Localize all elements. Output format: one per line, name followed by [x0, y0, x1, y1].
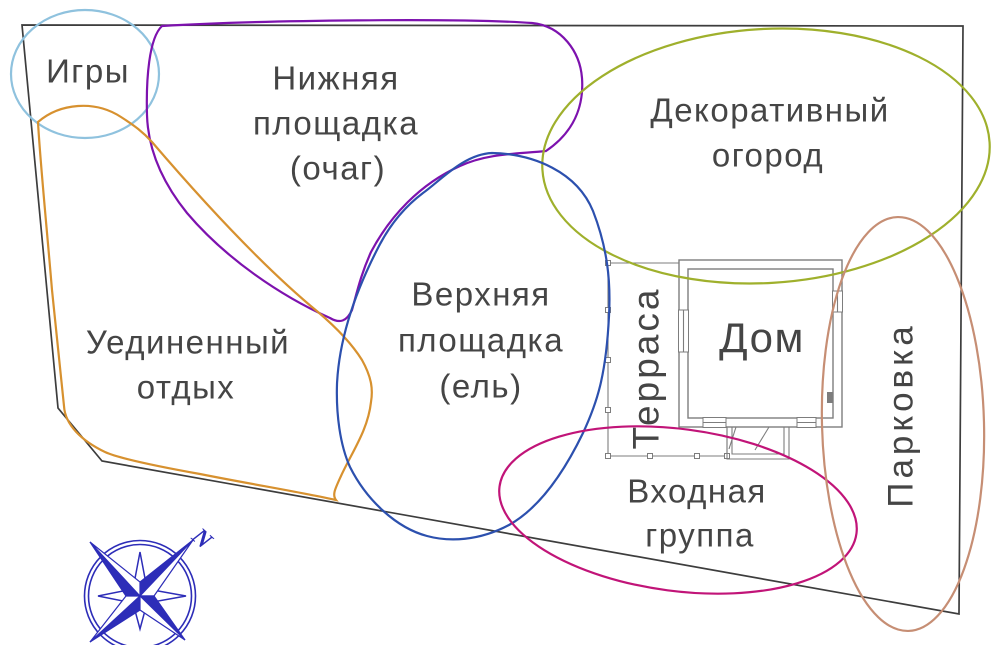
zone-outline-upper-area	[335, 151, 611, 541]
compass-main-points	[89, 539, 194, 643]
compass-rose: N	[83, 523, 218, 645]
terrace-post	[647, 453, 653, 459]
compass-outer-circle	[83, 539, 197, 645]
terrace-post	[605, 407, 611, 413]
zone-label-upper-3: (ель)	[439, 367, 523, 405]
zone-label-garden-2: огород	[711, 136, 825, 174]
zone-outline-lower-area	[145, 19, 584, 323]
compass-north-label: N	[186, 523, 218, 556]
compass-point-nw-light	[89, 541, 141, 598]
zone-label-games: Игры	[46, 52, 130, 90]
terrace-label: Терраса	[625, 286, 667, 450]
zone-label-entrance-2: группа	[645, 516, 755, 554]
zone-outline-entrance-group	[498, 425, 858, 595]
zone-label-rest-2: отдых	[136, 368, 236, 406]
house-label: Дом	[719, 314, 805, 361]
zone-outline-games	[9, 8, 161, 140]
compass-point-sw-light	[89, 595, 142, 643]
terrace-post	[694, 453, 700, 459]
zone-label-entrance-1: Входная	[627, 472, 767, 510]
terrace-post	[605, 307, 611, 313]
compass-inner-circle	[87, 543, 193, 645]
zone-label-garden-1: Декоративный	[650, 91, 890, 129]
terrace-posts	[605, 260, 730, 459]
zone-outline-secluded-rest	[36, 104, 373, 502]
zone-label-parking: Парковка	[881, 322, 921, 508]
plot-boundary	[21, 24, 964, 616]
zone-outlines	[9, 8, 991, 633]
compass-point-se-light	[139, 594, 186, 641]
house-plan	[605, 259, 843, 460]
zone-outline-decorative-garden	[541, 27, 991, 285]
compass-point-ne-light	[138, 539, 194, 597]
zone-label-lower-1: Нижняя	[272, 59, 400, 97]
porch-outer	[726, 427, 790, 460]
zone-label-upper-2: площадка	[397, 321, 565, 359]
zone-label-upper-1: Верхняя	[411, 275, 551, 313]
zone-label-lower-3: (очаг)	[289, 149, 387, 187]
terrace-post	[605, 453, 611, 459]
zone-label-rest-1: Уединенный	[85, 323, 291, 361]
zone-outline-parking	[820, 215, 986, 633]
zone-label-lower-2: площадка	[252, 104, 420, 142]
wall-detail	[827, 392, 833, 403]
